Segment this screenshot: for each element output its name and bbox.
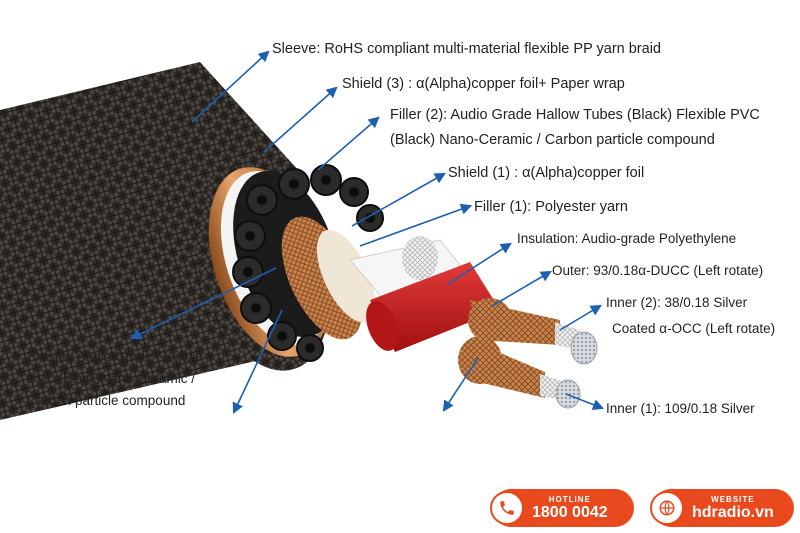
filler1-polyester [316, 229, 376, 323]
website-badge[interactable]: WEBSITE hdradio.vn [650, 489, 794, 527]
label-sleeve: Sleeve: RoHS compliant multi-material fl… [272, 41, 661, 57]
label-shield1: Shield (1) : α(Alpha)copper foil [448, 165, 645, 181]
globe-icon [650, 491, 684, 525]
label-shield3: Shield (3) : α(Alpha)copper foil+ Paper … [342, 76, 625, 92]
hotline-number: 1800 0042 [532, 503, 608, 521]
inner2-silver-end [570, 331, 598, 365]
arrow-filler2 [317, 116, 380, 171]
arrow-inner1 [565, 393, 605, 410]
label-filler2-line2: (Black) Nano-Ceramic / Carbon particle c… [390, 132, 715, 148]
arrow-shield3 [263, 86, 338, 153]
arrow-red-down [442, 357, 479, 412]
phone-icon [490, 491, 524, 525]
website-label: WEBSITE [711, 494, 755, 504]
label-inner1: Inner (1): 109/0.18 Silver [606, 401, 755, 416]
label-outer: Outer: 93/0.18α-DUCC (Left rotate) [552, 263, 764, 278]
label-sheath-line1: Sheath: Audio Grade Flexible [27, 349, 203, 364]
arrow-sheath [129, 267, 277, 340]
label-sheath-line2: PVC (Black)Nano-Ceramic / [27, 371, 196, 386]
arrow-outer [491, 270, 552, 307]
label-filler1: Filler (1): Polyester yarn [474, 199, 628, 215]
arrow-sleeve [191, 50, 270, 123]
label-filler2-line1: Filler (2): Audio Grade Hallow Tubes (Bl… [390, 107, 760, 123]
red-insulation [370, 262, 500, 352]
label-sheath-line3: Carbon particle compound [27, 393, 186, 408]
arrow-insulation [447, 242, 512, 285]
hotline-label: HOTLINE [548, 494, 591, 504]
arrow-sheath-down [232, 309, 283, 415]
website-url: hdradio.vn [692, 503, 774, 521]
label-insulation: Insulation: Audio-grade Polyethylene [517, 231, 737, 246]
label-inner2-line1: Inner (2): 38/0.18 Silver [606, 295, 748, 310]
hotline-badge[interactable]: HOTLINE 1800 0042 [490, 489, 634, 527]
arrow-inner2 [559, 304, 602, 331]
arrow-filler1 [359, 203, 473, 247]
label-inner2-line2: Coated α-OCC (Left rotate) [612, 321, 776, 336]
arrow-shield1 [351, 172, 446, 227]
